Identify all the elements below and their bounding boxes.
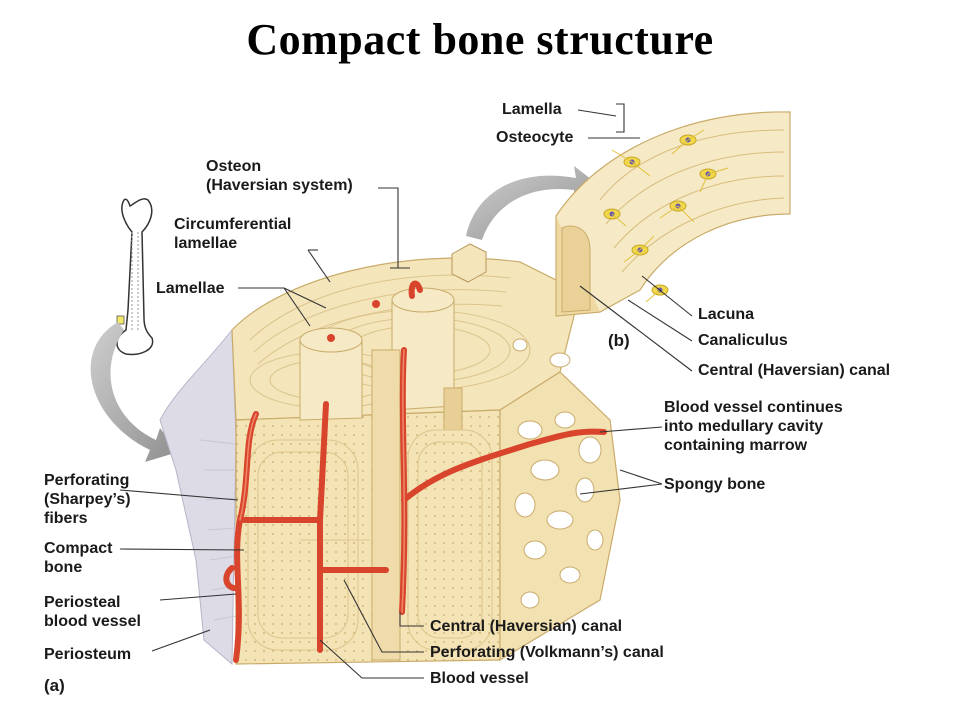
panel-label-a: (a)	[44, 676, 65, 695]
central-canal-opening	[327, 334, 335, 342]
zoom-arrow-b	[466, 166, 600, 240]
leader-lines	[119, 103, 693, 679]
sharpey-fibers	[199, 439, 237, 621]
central-canal-b	[561, 225, 591, 313]
label-central-canal-b: Central (Haversian) canal	[698, 362, 891, 379]
sample-cube	[451, 243, 487, 283]
page-title: Compact bone structure	[246, 15, 714, 64]
front-lamellae	[247, 429, 493, 651]
label-lacuna: Lacuna	[698, 306, 755, 323]
label-spongy-bone: Spongy bone	[664, 476, 766, 493]
canaliculi	[611, 129, 729, 303]
spongy-holes	[512, 338, 604, 609]
long-bone-icon	[116, 198, 154, 356]
label-perforating-canal: Perforating (Volkmann’s) canal	[430, 644, 664, 661]
label-osteocyte: Osteocyte	[496, 129, 574, 146]
label-periosteum: Periosteum	[44, 646, 132, 663]
osteon-detail-wedge	[555, 111, 791, 317]
label-canaliculus: Canaliculus	[698, 332, 788, 349]
label-perforating-fibers: Perforating(Sharpey’s)fibers	[44, 472, 131, 527]
label-blood-vessel: Blood vessel	[430, 670, 529, 687]
detail-lamellae	[599, 129, 785, 273]
label-lamella: Lamella	[502, 101, 562, 118]
panel-label-b: (b)	[608, 331, 630, 350]
label-lamellae: Lamellae	[156, 280, 225, 297]
label-osteon: Osteon(Haversian system)	[206, 158, 353, 194]
label-central-canal-a: Central (Haversian) canal	[430, 618, 623, 635]
central-canal-opening-2	[372, 300, 380, 308]
osteon-columns	[299, 287, 463, 661]
